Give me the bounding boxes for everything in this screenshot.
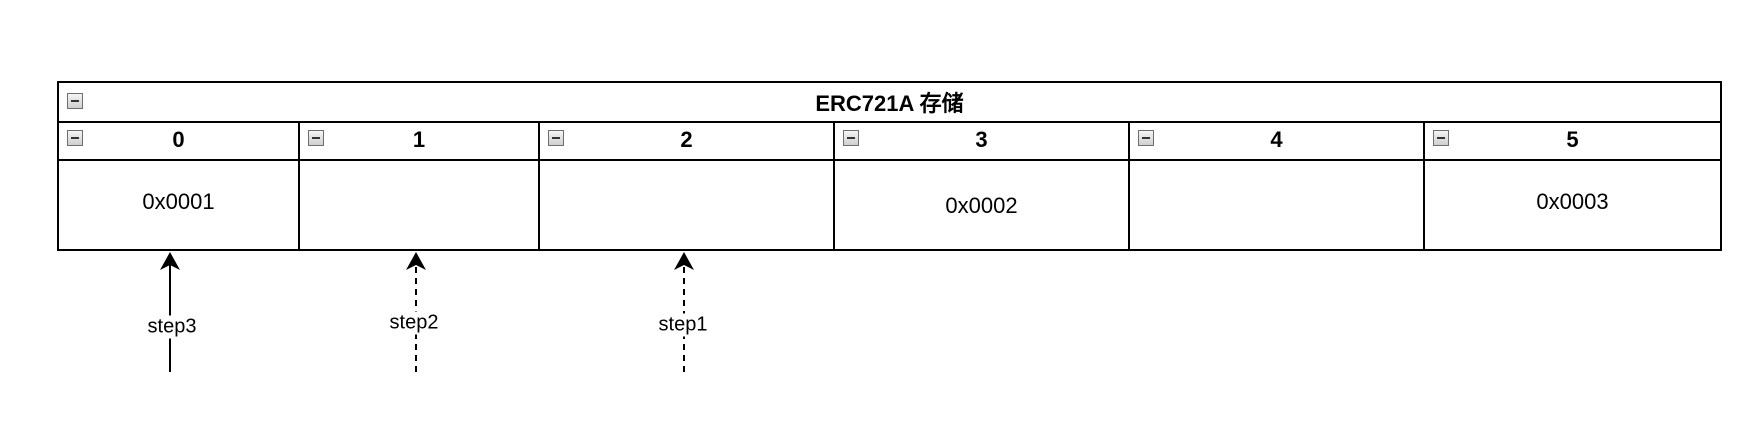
collapse-icon[interactable] xyxy=(308,130,324,146)
slot-index: 1 xyxy=(412,127,426,152)
slot-header: 0 xyxy=(59,121,298,161)
slot-divider xyxy=(298,121,300,251)
storage-slot-1: 1 xyxy=(300,121,538,251)
collapse-icon[interactable] xyxy=(67,93,83,109)
storage-slot-3: 3 0x0002 xyxy=(835,121,1128,251)
slot-header: 2 xyxy=(540,121,833,161)
storage-slot-0: 0 0x0001 xyxy=(59,121,298,251)
step2-label: step2 xyxy=(387,311,441,335)
slot-body: 0x0001 xyxy=(59,161,298,249)
slot-value: 0x0002 xyxy=(945,193,1018,218)
collapse-icon[interactable] xyxy=(1138,130,1154,146)
slot-header: 3 xyxy=(835,121,1128,161)
slot-divider xyxy=(538,121,540,251)
collapse-icon[interactable] xyxy=(67,130,83,146)
storage-title-bar: ERC721A 存储 xyxy=(59,83,1720,123)
storage-title: ERC721A 存储 xyxy=(815,91,964,116)
slot-value: 0x0001 xyxy=(142,189,215,214)
storage-slot-4: 4 xyxy=(1130,121,1423,251)
slot-value: 0x0003 xyxy=(1536,189,1609,214)
slot-header: 5 xyxy=(1425,121,1720,161)
step1-label: step1 xyxy=(656,313,710,337)
slot-index: 5 xyxy=(1566,127,1579,152)
slot-divider xyxy=(1423,121,1425,251)
step3-label: step3 xyxy=(145,315,199,339)
slot-divider xyxy=(1128,121,1130,251)
collapse-icon[interactable] xyxy=(548,130,564,146)
slot-header: 4 xyxy=(1130,121,1423,161)
slot-body: 0x0002 xyxy=(835,161,1128,249)
slot-header: 1 xyxy=(300,121,538,161)
slot-index: 4 xyxy=(1270,127,1283,152)
storage-slot-5: 5 0x0003 xyxy=(1425,121,1720,251)
collapse-icon[interactable] xyxy=(843,130,859,146)
step1-arrow xyxy=(674,252,694,372)
slot-index: 3 xyxy=(975,127,988,152)
storage-container: ERC721A 存储 0 0x0001 1 xyxy=(57,81,1722,251)
collapse-icon[interactable] xyxy=(1433,130,1449,146)
storage-slot-2: 2 xyxy=(540,121,833,251)
slot-index: 0 xyxy=(172,127,185,152)
slot-divider xyxy=(833,121,835,251)
slot-body: 0x0003 xyxy=(1425,161,1720,249)
step2-arrow xyxy=(406,252,426,372)
slot-index: 2 xyxy=(680,127,693,152)
step3-arrow xyxy=(160,252,180,372)
